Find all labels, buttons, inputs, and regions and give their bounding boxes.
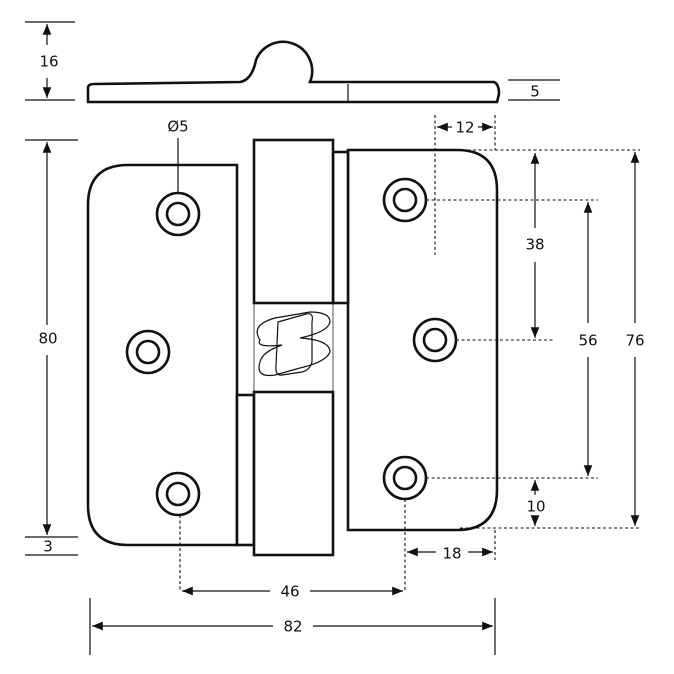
screw-hole bbox=[412, 317, 458, 363]
dim-plate-thickness: 5 bbox=[530, 83, 540, 101]
screw-hole bbox=[382, 455, 428, 501]
dim-hole-pitch-top: 38 bbox=[525, 236, 544, 254]
screw-hole bbox=[125, 329, 171, 375]
dim-edge-to-hole-side: 18 bbox=[442, 545, 461, 563]
dim-profile-height: 16 bbox=[39, 53, 58, 71]
spring-icon bbox=[256, 311, 331, 377]
screw-hole bbox=[155, 191, 201, 237]
dim-leaf-height-left: 80 bbox=[38, 330, 57, 348]
dim-overall-width: 82 bbox=[283, 618, 302, 636]
dimension-arrows bbox=[42, 23, 640, 631]
hinge-profile-view bbox=[86, 40, 501, 104]
dim-hole-pitch-outer: 56 bbox=[578, 332, 597, 350]
dim-hole-span: 46 bbox=[280, 583, 299, 601]
dim-edge-to-hole-top: 12 bbox=[455, 119, 474, 137]
dim-leaf-height-right: 76 bbox=[625, 332, 644, 350]
dim-hole-diameter: Ø5 bbox=[167, 118, 188, 136]
dim-edge-to-hole-bottom: 10 bbox=[526, 498, 545, 516]
screw-holes bbox=[125, 177, 458, 517]
hinge-knuckles bbox=[252, 138, 335, 557]
extension-lines bbox=[25, 21, 640, 655]
dimension-labels: 16 5 Ø5 12 38 56 76 80 3 10 18 46 82 bbox=[38, 53, 644, 636]
dim-offset-bottom-left: 3 bbox=[43, 538, 53, 556]
screw-hole bbox=[155, 471, 201, 517]
screw-hole bbox=[382, 177, 428, 223]
